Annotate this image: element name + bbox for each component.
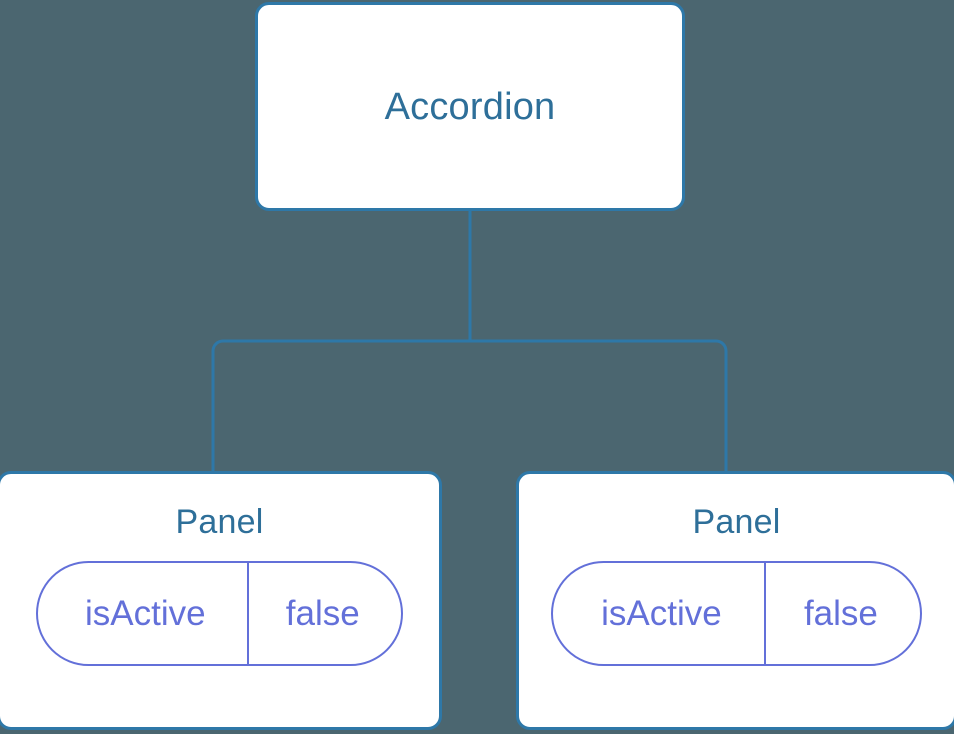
state-pill-panel-2[interactable]: isActive false bbox=[551, 561, 922, 666]
node-accordion[interactable]: Accordion bbox=[255, 2, 685, 211]
node-accordion-title: Accordion bbox=[384, 85, 556, 128]
node-panel-2-title: Panel bbox=[692, 503, 781, 541]
connector-branch-right bbox=[470, 339, 728, 473]
state-value-isactive: false bbox=[803, 594, 878, 633]
node-panel-2[interactable]: Panel isActive false bbox=[516, 471, 954, 730]
state-key-isactive: isActive bbox=[38, 563, 249, 664]
node-panel-1[interactable]: Panel isActive false bbox=[0, 471, 442, 730]
state-pill-panel-1[interactable]: isActive false bbox=[36, 561, 403, 666]
connector-branch-left bbox=[211, 339, 470, 473]
node-panel-1-title: Panel bbox=[175, 503, 264, 541]
state-key-isactive: isActive bbox=[553, 563, 766, 664]
state-value-isactive: false bbox=[285, 594, 360, 633]
